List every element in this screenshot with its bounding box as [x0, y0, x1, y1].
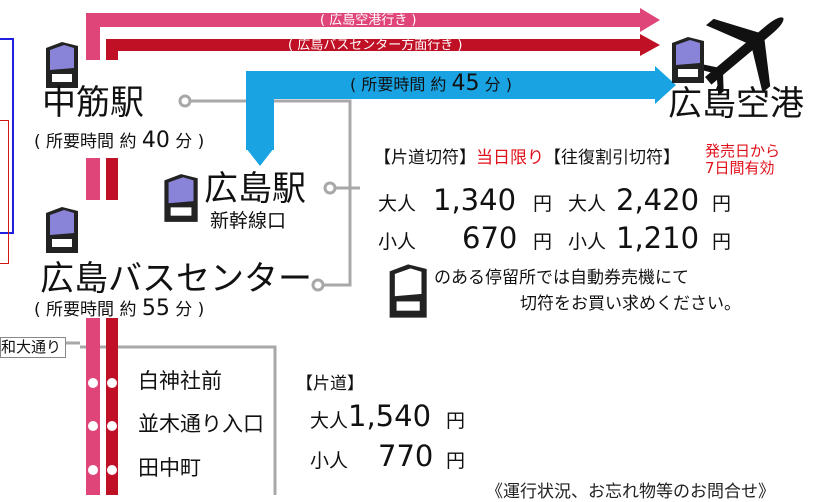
red-route-arrow — [640, 34, 660, 56]
return-child-price: 1,210 — [616, 221, 700, 255]
gray-connector-line — [80, 345, 277, 495]
red-route-label: ( 広島バスセンター方面行き ) — [288, 38, 463, 53]
frame-line-red — [0, 120, 9, 264]
ticket-machine-icon — [672, 37, 704, 83]
blue-route-down-arrow — [246, 148, 274, 166]
return-child-label: 小人 — [568, 231, 607, 253]
ticket-machine-icon — [46, 42, 78, 88]
blue-route-right-arrow — [655, 66, 676, 104]
oneway-child-price: 670 — [462, 221, 518, 255]
yen-unit: 円 — [712, 193, 732, 215]
yen-unit: 円 — [712, 231, 732, 253]
blue-route-line — [246, 71, 660, 150]
return-adult-label: 大人 — [568, 193, 607, 215]
red-route-line — [106, 39, 645, 60]
lower-adult-label: 大人 — [310, 410, 349, 432]
yen-unit: 円 — [533, 193, 553, 215]
stop-shirakami: 白神社前 — [138, 369, 222, 393]
notice-line-2: 切符をお買い求めください。 — [520, 294, 741, 314]
frame-line-blue — [0, 38, 14, 234]
fare-heading: 【片道切符】当日限り【往復割引切符】 — [374, 148, 680, 168]
notice-line-1: のある停留所では自動券売機にて — [434, 268, 689, 288]
lower-child-label: 小人 — [310, 450, 349, 472]
yen-unit: 円 — [446, 450, 466, 472]
lower-child-price: 770 — [378, 439, 434, 473]
station-dot-nakasuji — [178, 94, 192, 108]
oneway-adult-label: 大人 — [378, 193, 417, 215]
airplane-icon — [695, 17, 784, 96]
lower-fare-heading: 【片道】 — [296, 374, 364, 394]
yen-unit: 円 — [446, 410, 466, 432]
lower-adult-price: 1,540 — [348, 399, 432, 433]
pink-route-arrow — [640, 8, 660, 32]
ticket-machine-icon — [164, 174, 198, 222]
nakasuji-travel-time: ( 所要時間 約 40 分 ) — [34, 128, 205, 153]
red-trunk-line — [106, 318, 118, 495]
station-nakasuji: 中筋駅 — [42, 83, 144, 123]
pink-trunk-line — [86, 318, 100, 495]
station-dot-buscenter — [311, 278, 325, 292]
station-hiroshima-exit: 新幹線口 — [210, 210, 287, 232]
stop-namiki: 並木通り入口 — [138, 412, 264, 436]
pink-route-line — [86, 13, 645, 60]
oneway-child-label: 小人 — [378, 231, 417, 253]
yen-unit: 円 — [533, 231, 553, 253]
blue-route-label: ( 所要時間 約 45 分 ) — [350, 71, 512, 96]
pink-route-label: ( 広島空港行き ) — [320, 13, 417, 28]
station-airport: 広島空港 — [668, 84, 804, 124]
ticket-machine-icon — [46, 207, 78, 253]
footer-inquiry-heading: 《運行状況、お忘れ物等のお問合せ》 — [486, 482, 775, 502]
oneway-adult-price: 1,340 — [433, 183, 517, 217]
stop-tanakamachi: 田中町 — [138, 456, 201, 480]
return-adult-price: 2,420 — [616, 183, 700, 217]
bus-center-travel-time: ( 所要時間 約 55 分 ) — [34, 296, 205, 321]
side-street-label: 和大通り — [0, 337, 67, 358]
station-bus-center: 広島バスセンター — [40, 259, 312, 299]
station-hiroshima: 広島駅 — [204, 169, 306, 209]
ticket-machine-icon — [389, 264, 427, 318]
station-dot-hiroshima — [323, 181, 337, 195]
